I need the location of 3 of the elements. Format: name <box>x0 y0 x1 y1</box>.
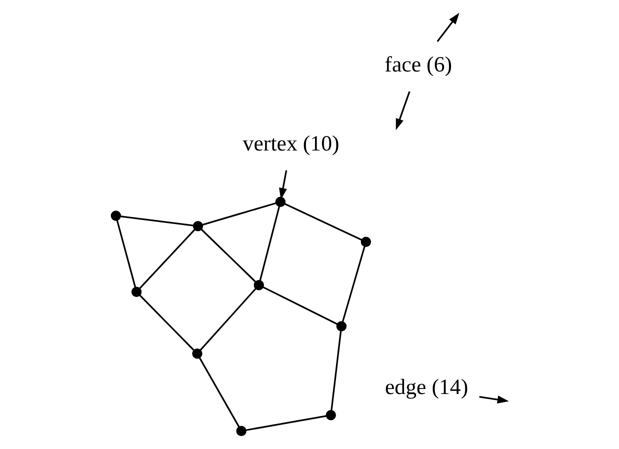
node-text: edge (14) <box>384 375 468 400</box>
node-text: vertex (10) <box>242 132 340 156</box>
node-text: face (6) <box>384 52 452 77</box>
